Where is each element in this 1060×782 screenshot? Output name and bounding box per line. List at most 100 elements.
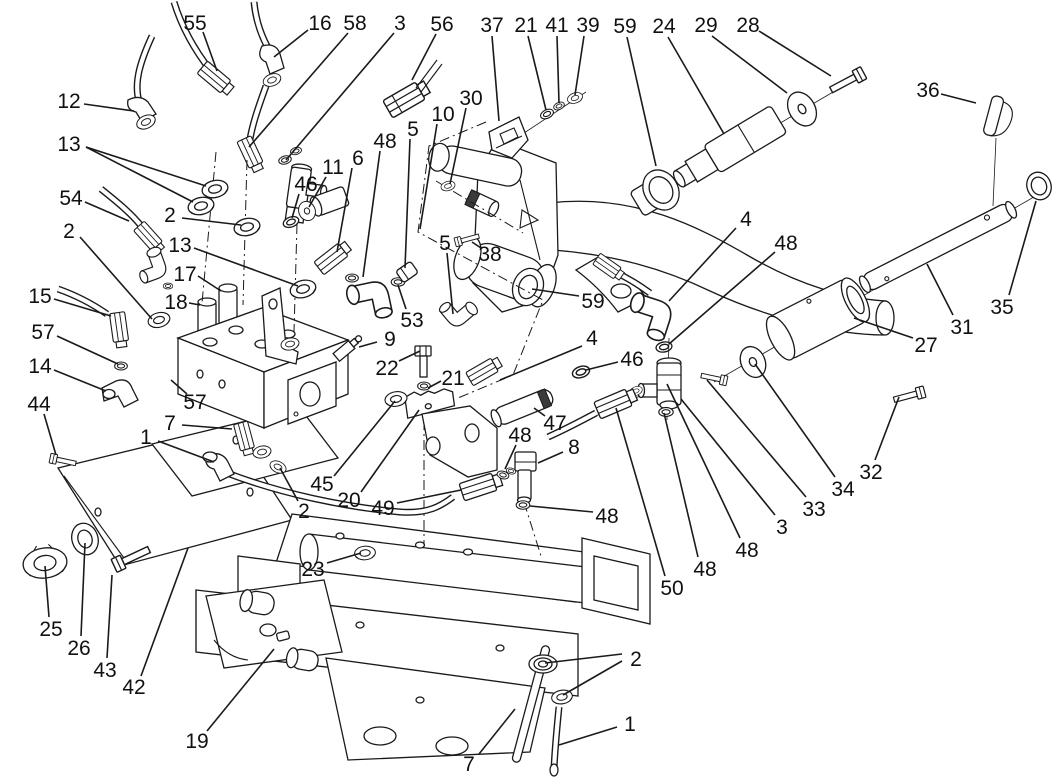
elbow-fitting-1 bbox=[202, 451, 235, 482]
callout-label-3: 3 bbox=[394, 12, 406, 35]
callout-label-33: 33 bbox=[802, 498, 825, 521]
flange-nut-2f bbox=[528, 654, 558, 674]
pin-24-assembly bbox=[630, 65, 868, 216]
leader-line-26 bbox=[80, 542, 86, 637]
leader-line-5 bbox=[446, 252, 454, 315]
callout-label-59: 59 bbox=[613, 15, 636, 38]
clamp-assembly bbox=[353, 345, 456, 562]
callout-label-2: 2 bbox=[63, 220, 75, 243]
leader-line-23 bbox=[326, 552, 362, 564]
elbow-fitting-54 bbox=[131, 244, 171, 285]
callout-label-11: 11 bbox=[322, 156, 344, 179]
callout-label-53: 53 bbox=[400, 309, 423, 332]
leader-line-41 bbox=[556, 35, 560, 104]
callout-label-48: 48 bbox=[373, 130, 396, 153]
leader-line-13 bbox=[193, 247, 299, 287]
hydraulic-hoses-top bbox=[56, 0, 443, 408]
tube-31 bbox=[858, 200, 1018, 294]
cylinder-27 bbox=[765, 277, 871, 361]
leader-line-1 bbox=[558, 726, 618, 746]
leader-line-46 bbox=[585, 361, 619, 371]
callout-label-20: 20 bbox=[337, 489, 360, 512]
leader-line-45 bbox=[333, 400, 396, 477]
callout-label-10: 10 bbox=[431, 103, 454, 126]
hose-run-lower bbox=[202, 405, 542, 557]
callout-label-24: 24 bbox=[652, 15, 676, 38]
block-fitting-8 bbox=[514, 451, 537, 504]
leader-line-43 bbox=[106, 574, 113, 659]
leader-line-48 bbox=[668, 251, 776, 345]
callout-label-38: 38 bbox=[478, 243, 501, 266]
lynch-pin-36 bbox=[983, 95, 1013, 207]
callout-label-46: 46 bbox=[294, 173, 317, 196]
callout-label-36: 36 bbox=[916, 79, 939, 102]
leader-line-54 bbox=[84, 201, 130, 222]
callout-label-31: 31 bbox=[950, 316, 973, 339]
leader-line-17 bbox=[197, 275, 222, 292]
callout-label-21: 21 bbox=[514, 14, 537, 37]
leader-line-14 bbox=[53, 369, 107, 392]
center-fitting-cluster bbox=[281, 186, 481, 363]
leader-line-59 bbox=[626, 36, 657, 167]
leader-line-33 bbox=[706, 379, 807, 498]
callout-label-5: 5 bbox=[407, 118, 419, 141]
callout-label-35: 35 bbox=[990, 296, 1013, 319]
callout-label-41: 41 bbox=[545, 14, 568, 37]
leader-line-48 bbox=[666, 383, 741, 539]
callout-label-58: 58 bbox=[343, 12, 366, 35]
callout-label-55: 55 bbox=[183, 12, 206, 35]
callout-label-57: 57 bbox=[31, 321, 54, 344]
callout-label-21: 21 bbox=[441, 367, 464, 390]
callout-label-49: 49 bbox=[371, 497, 394, 520]
leader-line-13 bbox=[85, 146, 194, 203]
leader-line-48 bbox=[529, 505, 594, 513]
leader-line-48 bbox=[504, 444, 517, 470]
elbow-fitting-12 bbox=[127, 96, 159, 133]
latch-plate-19 bbox=[205, 579, 343, 672]
callout-label-18: 18 bbox=[164, 291, 187, 314]
pivot-tube-assembly bbox=[699, 95, 1052, 406]
fitting-5b bbox=[437, 288, 481, 332]
leader-line-57 bbox=[56, 335, 119, 365]
washer-21b bbox=[417, 381, 431, 391]
callout-label-50: 50 bbox=[660, 577, 683, 600]
ring-35 bbox=[1026, 171, 1052, 201]
leader-line-56 bbox=[411, 33, 437, 81]
callout-label-7: 7 bbox=[463, 753, 475, 776]
callout-label-22: 22 bbox=[375, 357, 398, 380]
callout-label-4: 4 bbox=[586, 327, 598, 350]
hose-fitting-15 bbox=[108, 311, 130, 349]
bushing-59a bbox=[630, 169, 680, 216]
wedge-37 bbox=[488, 90, 587, 159]
tube-47 bbox=[490, 388, 554, 428]
callout-label-28: 28 bbox=[736, 14, 759, 37]
callout-label-13: 13 bbox=[57, 133, 80, 156]
callout-label-27: 27 bbox=[914, 334, 937, 357]
bolt-28 bbox=[827, 65, 868, 97]
callout-label-23: 23 bbox=[301, 558, 324, 581]
callout-label-13: 13 bbox=[168, 234, 191, 257]
leader-line-28 bbox=[758, 30, 832, 77]
leader-line-37 bbox=[491, 35, 500, 122]
callout-label-42: 42 bbox=[122, 676, 145, 699]
callout-label-1: 1 bbox=[140, 426, 152, 449]
parts-illustration bbox=[22, 0, 1052, 777]
callout-label-29: 29 bbox=[694, 14, 717, 37]
leader-line-3 bbox=[285, 32, 395, 161]
leader-line-16 bbox=[273, 29, 309, 58]
leader-line-1 bbox=[157, 440, 215, 463]
grease-fitting-9 bbox=[332, 335, 363, 363]
washer-34 bbox=[739, 345, 767, 379]
callout-label-2: 2 bbox=[630, 648, 642, 671]
jam-nut-2b bbox=[231, 215, 263, 239]
leader-line-6 bbox=[336, 167, 353, 253]
nut-25 bbox=[22, 543, 68, 579]
elbow-fitting-14 bbox=[101, 379, 139, 408]
hose-fitting-55 bbox=[196, 60, 237, 98]
oring-48b bbox=[345, 273, 359, 283]
leader-line-12 bbox=[83, 103, 135, 112]
cap-5a bbox=[396, 261, 418, 283]
callout-label-54: 54 bbox=[59, 187, 83, 210]
callout-label-37: 37 bbox=[480, 14, 503, 37]
clevis-pin-30 bbox=[464, 189, 500, 218]
